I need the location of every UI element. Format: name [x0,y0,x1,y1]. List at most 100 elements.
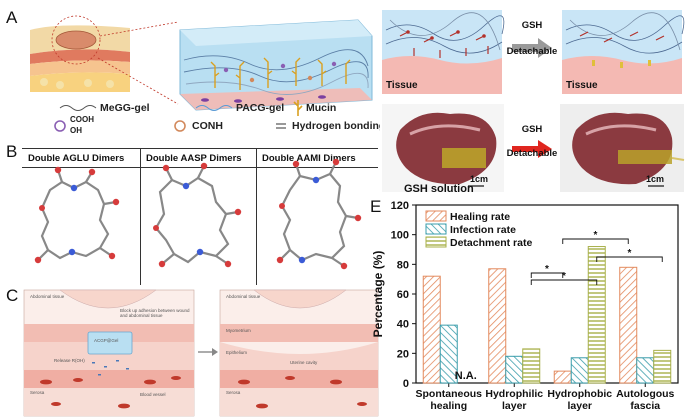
x-tick-label-line: Spontaneous [415,388,482,400]
wound-diagram-after [219,289,379,417]
x-tick-label-line: Autologous [616,388,674,400]
molecule-aasp [154,165,239,265]
y-tick-label: 120 [391,200,409,212]
y-tick-label: 100 [391,230,409,242]
skin-cross-section [30,15,130,92]
label-abdominal-tissue-left: Abdominal tissue [30,294,65,299]
legend-oh: OH [70,126,82,135]
bar [619,266,638,384]
label-serosa-left: Serosa [30,390,45,395]
panel-b: B Double AGLU Dimers Double AASP Dimers … [0,140,380,285]
tissue-gel-before [382,10,505,94]
legend-cooh: COOH [70,115,94,124]
bar [653,349,672,384]
panel-c-letter: C [6,286,19,305]
significance-bracket [530,279,598,285]
bar [522,348,541,384]
panel-d-illustration [382,10,685,192]
bar [439,324,458,384]
scale-bar-right: 1cm [646,174,665,184]
molecular-structures [34,158,362,270]
significance-star: * [545,264,549,275]
tissue-gel-after [562,10,685,94]
legend-swatch [425,210,447,222]
legend-megg-gel: MeGG-gel [100,102,150,114]
label-myometrium: Myometrium [226,328,251,333]
molecule-aglu [37,169,117,261]
na-label: N.A. [455,370,477,382]
significance-bracket [596,256,663,262]
label-release: Release R(OH) [54,358,85,363]
tissue-label-right: Tissue [566,80,598,91]
x-tick-label-line: Hydrophilic [485,388,543,400]
dimer-table: Double AGLU Dimers Double AASP Dimers Do… [22,148,378,285]
heart-photo-after [560,104,685,192]
column-header-aglu: Double AGLU Dimers [28,153,125,164]
legend-label: Healing rate [450,211,510,223]
label-uterine-cavity: Uterine cavity [290,360,318,365]
y-tick-label: 40 [397,319,409,331]
label-epithelium: Epithelium [226,350,248,355]
y-tick-label: 80 [397,259,409,271]
x-tick-label-line: layer [567,400,592,412]
arrow-detach-bottom [512,140,552,158]
molecule-aami [279,161,359,267]
y-tick-label: 0 [403,378,409,390]
x-tick-label-line: layer [502,400,527,412]
arrow-detach-top [512,38,552,58]
legend-swatch [425,223,447,235]
legend-mucin: Mucin [306,102,337,114]
heart-photo-before [382,104,504,192]
scale-bar-left: 1cm [470,174,489,184]
panel-c-illustration [23,289,379,417]
panel-e-letter: E [370,197,382,216]
arrow-label-top: GSH Detachable [502,20,562,58]
significance-star: * [594,230,598,241]
y-tick-label: 60 [397,289,409,301]
bar [587,246,606,384]
tissue-label-left: Tissue [386,80,418,91]
gsh-solution-label: GSH solution [404,183,474,195]
label-serosa-right: Serosa [226,390,241,395]
bar [570,357,589,384]
bar [422,275,441,384]
arrow-label-top-gsh: GSH [521,20,543,31]
panel-d: D [380,0,685,195]
y-tick-label: 20 [397,348,409,360]
significance-star: * [562,271,566,282]
arrow-label-bottom: GSH Detachable [502,124,562,160]
bar [505,355,524,384]
panel-a: A [0,0,380,140]
wound-diagram-before [23,289,195,417]
column-header-aasp: Double AASP Dimers [146,153,242,164]
panel-c: C Abdominal tissue Block up adhesion b [0,286,380,417]
gel-block [179,19,373,111]
panel-a-illustration [30,15,373,132]
legend-hydrogen-bonding: Hydrogen bonding [292,120,380,132]
label-block-adhesion: Block up adhesion between wound and abdo… [120,308,190,318]
bar [488,268,507,384]
significance-star: * [628,248,632,259]
column-header-aami: Double AAMI Dimers [262,153,356,164]
panel-a-letter: A [6,8,18,27]
legend-label: Detachment rate [450,237,532,249]
arrow-label-bottom-detachable: Detachable [506,148,558,159]
x-tick-label-line: Hydrophobic [547,388,612,400]
significance-brackets: * * * * [530,230,663,285]
significance-bracket [530,272,564,278]
legend-swatch [425,236,447,248]
legend-pacg-gel: PACG-gel [236,102,285,114]
panel-a-legend-glyphs [54,100,303,132]
label-abdominal-tissue-right: Abdominal tissue [226,294,261,299]
arrow-label-top-detachable: Detachable [506,46,558,57]
x-tick-label-line: fascia [630,400,660,412]
chart-bars: N.A. [422,246,672,384]
